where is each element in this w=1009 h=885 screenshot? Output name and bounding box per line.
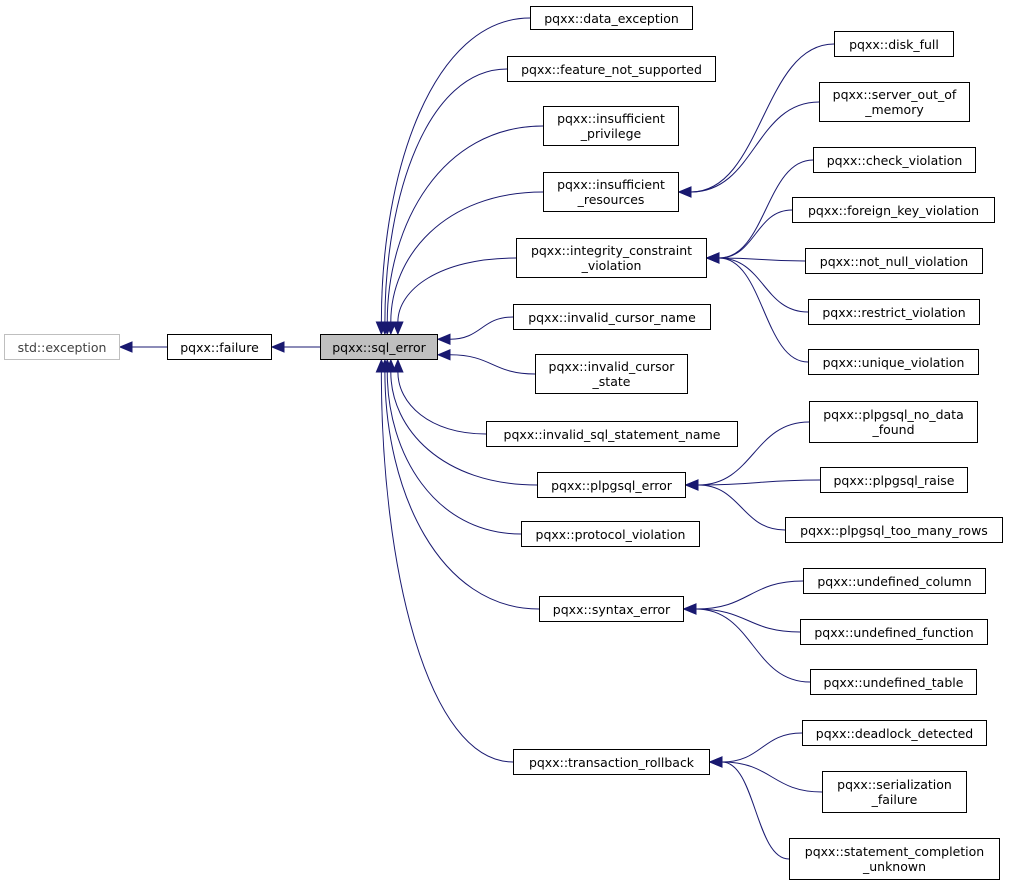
node-integrity-constraint-violation[interactable]: pqxx::integrity_constraint_violation — [516, 238, 707, 278]
node-insufficient-resources[interactable]: pqxx::insufficient_resources — [543, 172, 679, 212]
edge-deadlock_detected-to-transaction_rollback — [721, 732, 803, 763]
node-server-out-of-memory[interactable]: pqxx::server_out_of_memory — [819, 82, 970, 122]
node-transaction-rollback[interactable]: pqxx::transaction_rollback — [513, 749, 710, 775]
node-invalid-cursor-state[interactable]: pqxx::invalid_cursor_state — [535, 354, 688, 394]
node-undefined-column[interactable]: pqxx::undefined_column — [803, 568, 986, 594]
node-plpgsql-raise[interactable]: pqxx::plpgsql_raise — [820, 467, 968, 493]
arrowhead-integrity_constraint_violation-to-sql_error — [392, 321, 404, 336]
node-undefined-table[interactable]: pqxx::undefined_table — [810, 669, 977, 695]
edge-plpgsql_no_data_found-to-plpgsql_error — [697, 421, 810, 486]
node-serialization-failure[interactable]: pqxx::serialization_failure — [822, 771, 967, 813]
node-invalid-cursor-name[interactable]: pqxx::invalid_cursor_name — [513, 304, 711, 330]
arrowhead-sql_error-to-failure — [270, 341, 285, 353]
edge-syntax_error-to-sql_error — [384, 371, 540, 610]
node-check-violation[interactable]: pqxx::check_violation — [813, 147, 976, 173]
edge-plpgsql_raise-to-plpgsql_error — [697, 479, 821, 486]
edge-restrict_violation-to-integrity_constraint_violation — [718, 257, 809, 313]
arrowhead-invalid_cursor_state-to-sql_error — [436, 349, 451, 361]
edge-statement_completion_unknown-to-transaction_rollback — [721, 761, 790, 860]
edge-disk_full-to-insufficient_resources — [690, 43, 835, 193]
edge-server_out_of_memory-to-insufficient_resources — [690, 101, 820, 193]
edge-invalid_cursor_name-to-sql_error — [449, 316, 514, 340]
edge-plpgsql_error-to-sql_error — [390, 371, 538, 486]
node-plpgsql-too-many-rows[interactable]: pqxx::plpgsql_too_many_rows — [785, 517, 1003, 543]
node-disk-full[interactable]: pqxx::disk_full — [834, 31, 954, 57]
node-undefined-function[interactable]: pqxx::undefined_function — [800, 619, 988, 645]
arrowhead-undefined_table-to-syntax_error — [682, 603, 697, 615]
arrowhead-failure-to-std_exception — [118, 341, 133, 353]
arrowhead-server_out_of_memory-to-insufficient_resources — [677, 186, 692, 198]
edge-protocol_violation-to-sql_error — [386, 371, 522, 535]
edge-undefined_function-to-syntax_error — [695, 608, 801, 633]
arrowhead-invalid_cursor_name-to-sql_error — [436, 333, 451, 345]
node-restrict-violation[interactable]: pqxx::restrict_violation — [808, 299, 980, 325]
node-deadlock-detected[interactable]: pqxx::deadlock_detected — [802, 720, 987, 746]
edge-insufficient_resources-to-sql_error — [390, 191, 544, 323]
arrowhead-invalid_sql_statement_name-to-sql_error — [392, 358, 404, 373]
edge-transaction_rollback-to-sql_error — [380, 371, 514, 763]
node-statement-completion-unknown[interactable]: pqxx::statement_completion_unknown — [789, 838, 1000, 880]
node-syntax-error[interactable]: pqxx::syntax_error — [539, 596, 684, 622]
edge-serialization_failure-to-transaction_rollback — [721, 761, 823, 793]
edge-integrity_constraint_violation-to-sql_error — [397, 257, 517, 323]
node-protocol-violation[interactable]: pqxx::protocol_violation — [521, 521, 700, 547]
edge-invalid_sql_statement_name-to-sql_error — [397, 371, 487, 435]
arrowhead-unique_violation-to-integrity_constraint_violation — [705, 252, 720, 264]
node-feature-not-supported[interactable]: pqxx::feature_not_supported — [507, 56, 716, 82]
edge-unique_violation-to-integrity_constraint_violation — [718, 257, 809, 363]
arrowhead-transaction_rollback-to-sql_error — [375, 358, 388, 373]
edge-check_violation-to-integrity_constraint_violation — [718, 159, 814, 259]
node-invalid-sql-statement-name[interactable]: pqxx::invalid_sql_statement_name — [486, 421, 738, 447]
node-data-exception[interactable]: pqxx::data_exception — [530, 6, 693, 30]
node-failure[interactable]: pqxx::failure — [167, 334, 272, 360]
node-plpgsql-error[interactable]: pqxx::plpgsql_error — [537, 472, 686, 498]
node-not-null-violation[interactable]: pqxx::not_null_violation — [805, 248, 983, 274]
edge-invalid_cursor_state-to-sql_error — [449, 354, 536, 375]
node-insufficient-privilege[interactable]: pqxx::insufficient_privilege — [543, 106, 679, 146]
node-std-exception: std::exception — [4, 334, 120, 360]
edge-undefined_column-to-syntax_error — [695, 580, 804, 610]
arrowhead-plpgsql_too_many_rows-to-plpgsql_error — [684, 479, 699, 491]
edge-feature_not_supported-to-sql_error — [384, 68, 508, 323]
arrowhead-statement_completion_unknown-to-transaction_rollback — [708, 756, 723, 768]
node-foreign-key-violation[interactable]: pqxx::foreign_key_violation — [792, 197, 995, 223]
edge-insufficient_privilege-to-sql_error — [386, 125, 544, 323]
edge-foreign_key_violation-to-integrity_constraint_violation — [718, 209, 793, 259]
edge-data_exception-to-sql_error — [380, 17, 531, 323]
node-plpgsql-no-data-found[interactable]: pqxx::plpgsql_no_data_found — [809, 401, 978, 443]
edge-plpgsql_too_many_rows-to-plpgsql_error — [697, 484, 786, 531]
node-unique-violation[interactable]: pqxx::unique_violation — [808, 349, 979, 375]
edge-undefined_table-to-syntax_error — [695, 608, 811, 683]
node-sql-error[interactable]: pqxx::sql_error — [320, 334, 438, 360]
arrowhead-insufficient_resources-to-sql_error — [385, 321, 397, 336]
edge-not_null_violation-to-integrity_constraint_violation — [718, 257, 806, 262]
